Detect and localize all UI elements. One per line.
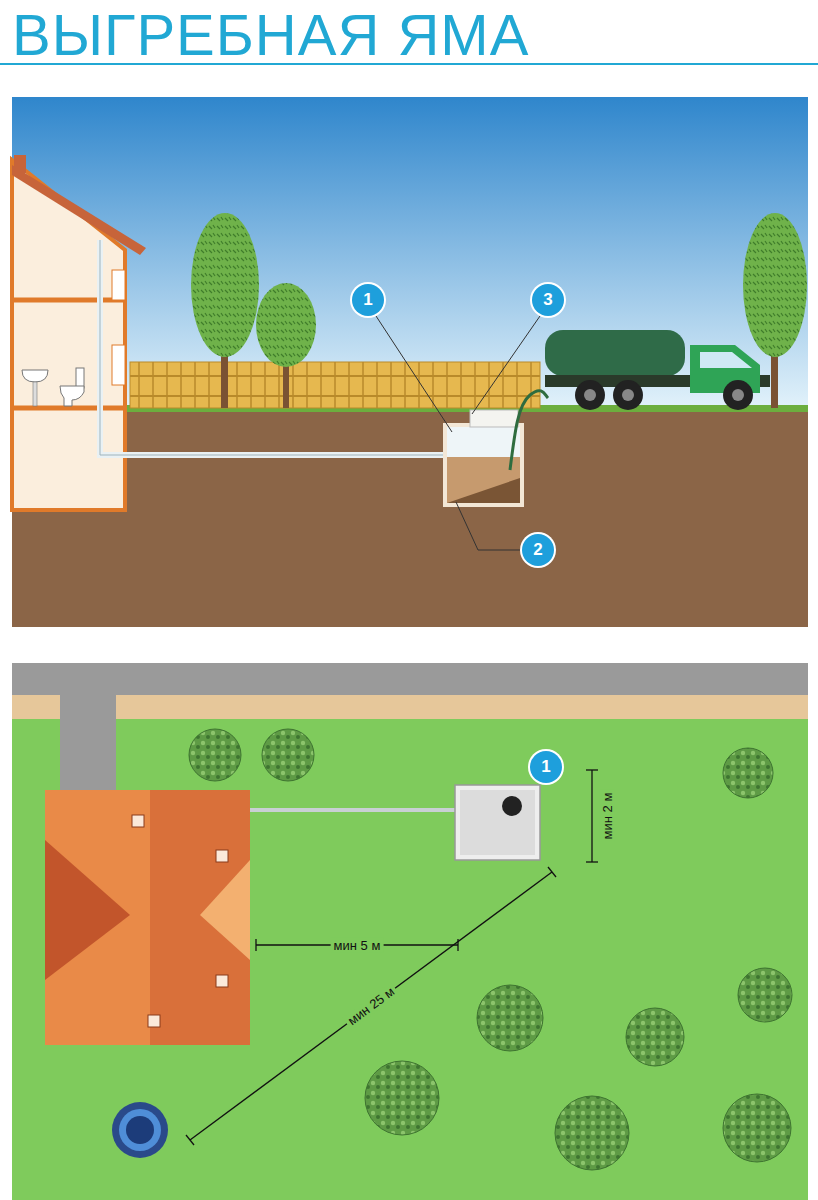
callout-number: 1 xyxy=(352,284,384,316)
dimension-label: мин 5 м xyxy=(331,938,384,953)
dimension-label: мин 2 м xyxy=(600,790,615,843)
site-plan xyxy=(12,663,808,1200)
callout-number: 1 xyxy=(530,751,562,783)
section-view xyxy=(12,97,808,627)
callout-number: 3 xyxy=(532,284,564,316)
page-title: ВЫГРЕБНАЯ ЯМА xyxy=(12,4,529,66)
callout-number: 2 xyxy=(522,534,554,566)
